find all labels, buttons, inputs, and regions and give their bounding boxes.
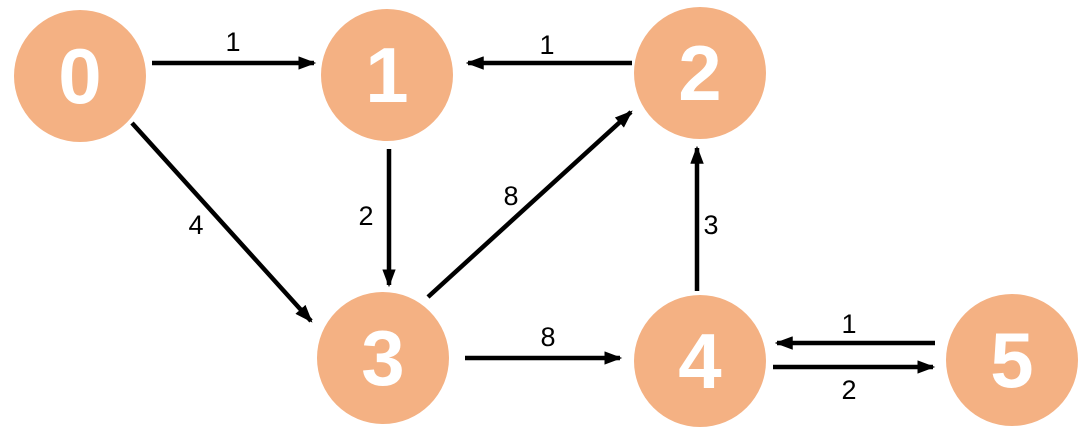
node-label-4: 4 [678,317,721,405]
edge-3-2 [426,110,633,299]
edge-weight-3-2: 8 [503,181,518,211]
edge-weight-1-3: 2 [358,201,373,231]
node-2 [634,7,766,139]
edge-0-3 [130,121,313,323]
edge-weight-4-2: 3 [703,210,718,240]
node-5 [946,294,1078,426]
edge-weight-0-1: 1 [225,27,240,57]
node-label-2: 2 [678,29,721,117]
edge-weight-2-1: 1 [539,30,554,60]
edge-weight-0-3: 4 [188,210,203,240]
node-4 [634,295,766,427]
edge-weight-4-5: 2 [841,375,856,405]
edge-weight-3-4: 8 [540,322,555,352]
node-1 [321,9,453,141]
node-0 [14,10,146,142]
node-label-3: 3 [361,314,404,402]
node-label-0: 0 [58,32,101,120]
node-label-1: 1 [365,31,408,119]
edge-weight-5-4: 1 [841,309,856,339]
node-label-5: 5 [990,316,1033,404]
node-3 [317,292,449,424]
